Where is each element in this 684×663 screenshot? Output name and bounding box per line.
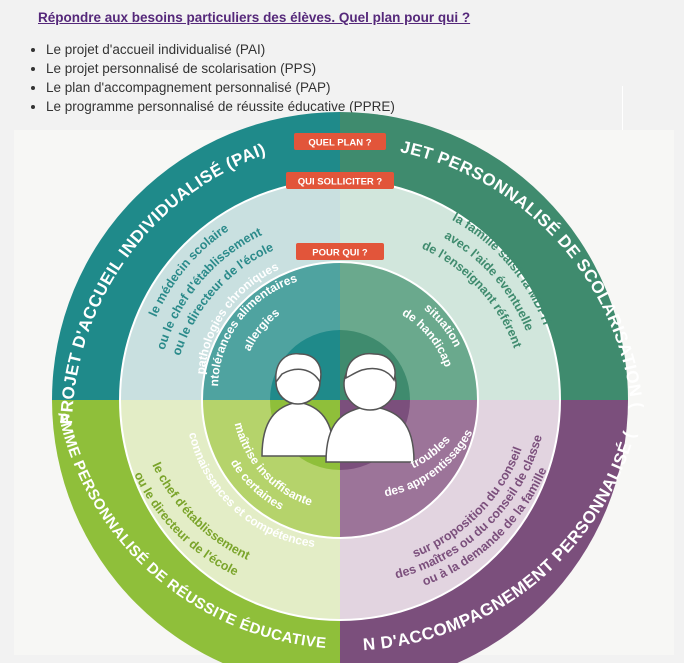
page-title[interactable]: Répondre aux besoins particuliers des él… bbox=[38, 10, 471, 25]
tag-pour-qui: POUR QUI ? bbox=[296, 243, 384, 260]
list-item: Le projet personnalisé de scolarisation … bbox=[46, 59, 395, 78]
svg-text:QUI SOLLICITER ?: QUI SOLLICITER ? bbox=[298, 177, 383, 188]
tag-qui-solliciter: QUI SOLLICITER ? bbox=[286, 172, 394, 189]
divider bbox=[622, 86, 623, 130]
svg-text:POUR QUI ?: POUR QUI ? bbox=[312, 248, 368, 259]
people-icon bbox=[261, 352, 415, 463]
svg-text:QUEL PLAN ?: QUEL PLAN ? bbox=[308, 138, 371, 149]
plans-list: Le projet d'accueil individualisé (PAI) … bbox=[26, 40, 395, 116]
list-item: Le programme personnalisé de réussite éd… bbox=[46, 97, 395, 116]
list-item: Le projet d'accueil individualisé (PAI) bbox=[46, 40, 395, 59]
list-item: Le plan d'accompagnement personnalisé (P… bbox=[46, 78, 395, 97]
tag-quel-plan: QUEL PLAN ? bbox=[294, 133, 386, 150]
